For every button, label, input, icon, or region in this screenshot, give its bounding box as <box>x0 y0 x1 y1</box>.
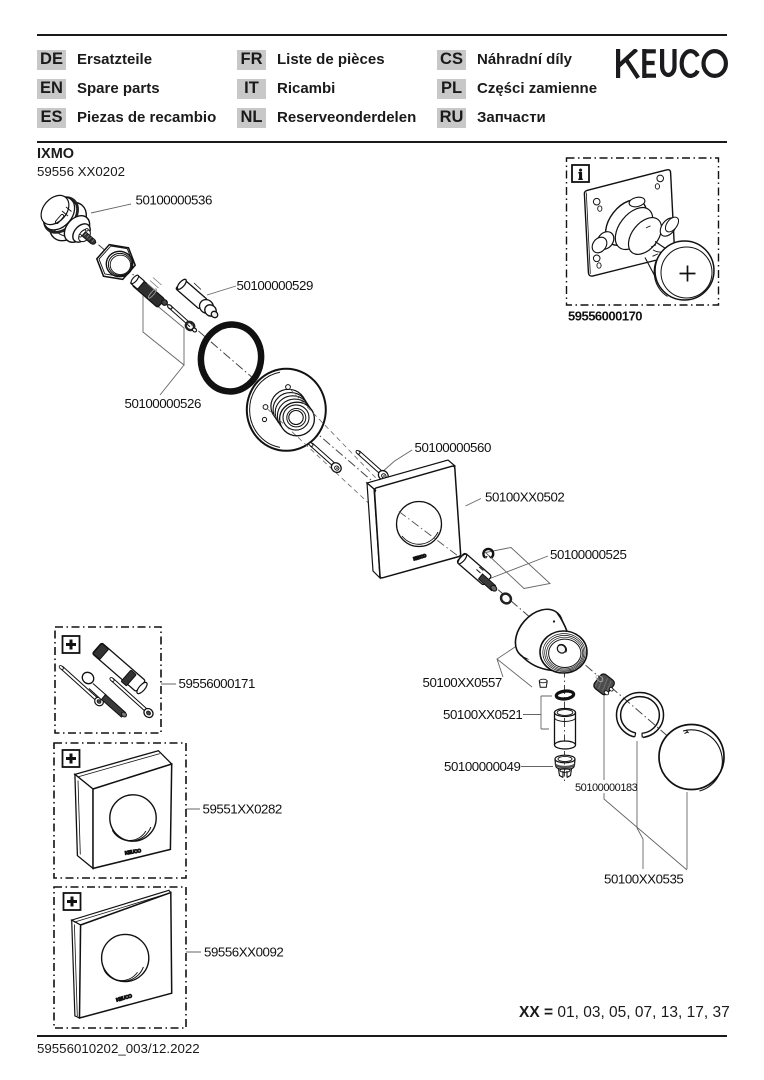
svg-text:59556XX0092: 59556XX0092 <box>204 945 283 960</box>
svg-text:50100XX0502: 50100XX0502 <box>485 490 564 505</box>
svg-text:59556000170: 59556000170 <box>568 309 642 324</box>
svg-text:59556000171: 59556000171 <box>179 676 255 691</box>
svg-text:50100000560: 50100000560 <box>415 440 491 455</box>
svg-text:50100XX0521: 50100XX0521 <box>443 707 522 722</box>
svg-text:59551XX0282: 59551XX0282 <box>203 802 282 817</box>
svg-text:KEUCO: KEUCO <box>115 993 133 1003</box>
svg-text:50100000049: 50100000049 <box>444 759 520 774</box>
svg-text:KEUCO: KEUCO <box>413 553 427 561</box>
svg-text:50100XX0535: 50100XX0535 <box>604 872 683 887</box>
svg-text:KEUCO: KEUCO <box>124 848 141 857</box>
svg-text:50100000529: 50100000529 <box>237 278 313 293</box>
svg-text:50100XX0557: 50100XX0557 <box>423 675 502 690</box>
svg-text:50100000183: 50100000183 <box>575 782 638 794</box>
svg-text:50100000525: 50100000525 <box>550 547 626 562</box>
svg-text:50100000536: 50100000536 <box>136 193 212 208</box>
svg-text:i: i <box>578 168 582 184</box>
svg-text:50100000526: 50100000526 <box>125 396 201 411</box>
